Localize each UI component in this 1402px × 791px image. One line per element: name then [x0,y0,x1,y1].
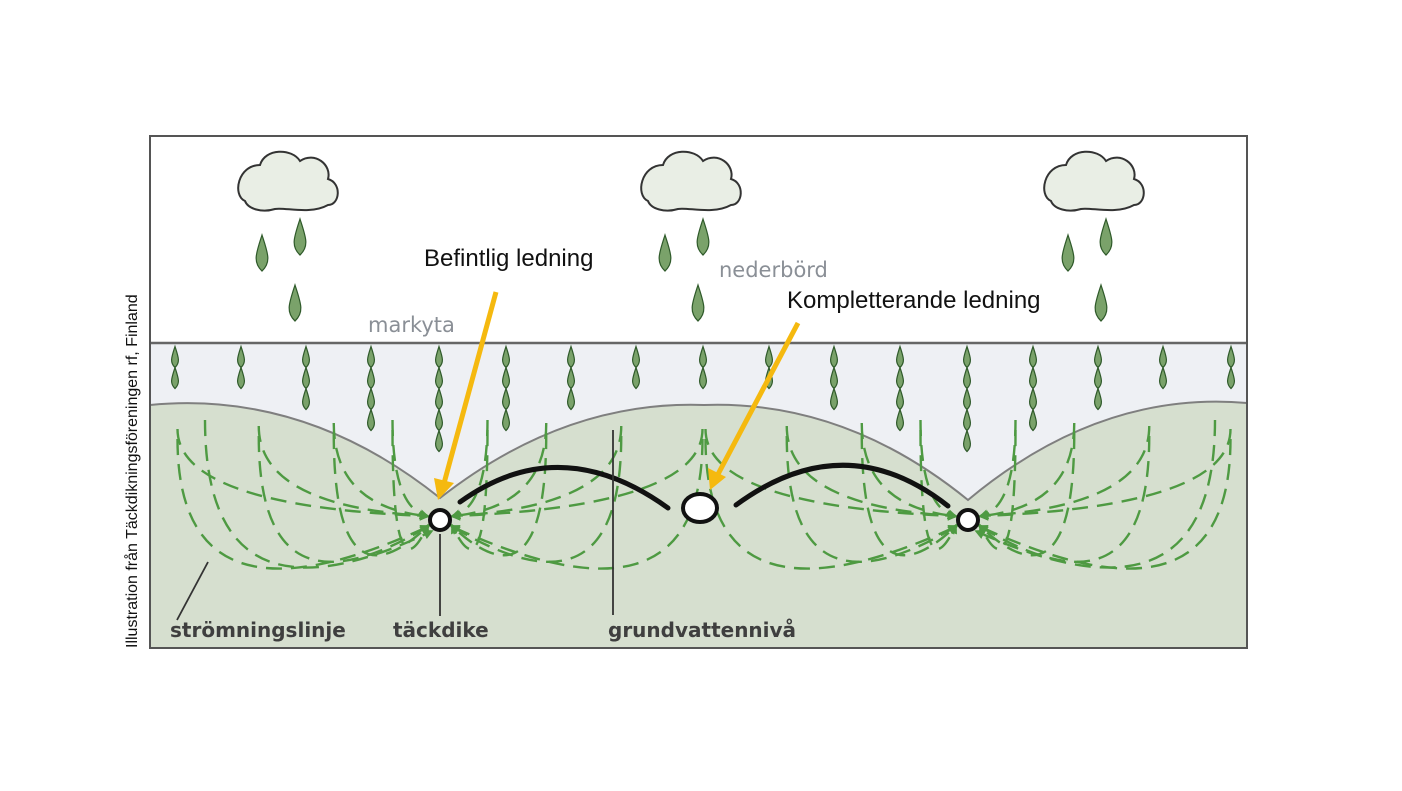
flow-line [257,435,431,563]
raindrop-icon [658,233,672,272]
raindrop-icon [896,407,904,432]
diagram-frame [149,135,1248,649]
raindrop-icon [1061,233,1075,272]
drain-arc-left [457,465,671,511]
arrow-icon [708,468,726,490]
flow-line-label: strömningslinje [170,618,346,642]
drain-arc-right [733,462,951,509]
raindrop-icon [237,365,245,390]
flow-line [977,435,1151,563]
raindrop-icon [1029,407,1037,432]
flow-line [450,425,623,521]
groundwater-label: grundvattennivå [608,618,796,642]
drain-pipe-icon [428,508,452,532]
raindrop-icon [255,233,269,272]
flow-line [203,419,434,569]
drain-pipe-icon [956,508,980,532]
flow-line [977,438,1232,570]
raindrop-icon [288,283,302,322]
precipitation-label: nederbörd [719,258,828,282]
flow-line-pointer [176,561,209,621]
raindrop-icon [632,365,640,390]
raindrop-icon [696,217,710,256]
flow-line [176,438,431,570]
callout-complementary: Kompletterande ledning [787,287,1041,314]
flow-line [978,425,1151,521]
flow-line [391,419,430,520]
saturated-soil [150,400,1247,648]
raindrop-icon [1099,217,1113,256]
callout-existing: Befintlig ledning [424,245,593,272]
flow-line [785,435,959,563]
raindrop-icon [1227,365,1235,390]
drain-pipe-icon [681,492,719,524]
flow-line [704,438,959,570]
flow-line [449,435,623,563]
raindrop-icon [502,407,510,432]
arrow-icon [713,321,801,480]
flow-line [450,419,489,520]
flow-line [450,422,548,521]
raindrop-icon [691,283,705,322]
flow-line [332,422,430,521]
raindrop-icon [293,217,307,256]
surface-label: markyta [368,313,455,337]
cloud-icon [1043,150,1145,212]
flow-line [978,422,1076,521]
raindrop-icon [367,407,375,432]
raindrop-icon [1094,386,1102,411]
raindrop-icon [830,386,838,411]
raindrop-icon [171,365,179,390]
raindrop-icon [302,386,310,411]
flow-line [785,425,958,521]
flow-line [257,425,430,521]
flow-line [860,422,958,521]
flow-line [974,419,1217,569]
raindrop-icon [435,428,443,453]
flow-line [919,419,958,520]
arrow-icon [440,291,499,488]
drain-label: täckdike [393,618,489,642]
flow-lines [176,419,1232,570]
cloud-icon [640,150,742,212]
image-credit: Illustration från Täckdikningsföreningen… [123,294,141,648]
raindrop-icon [1159,365,1167,390]
cloud-icon [237,150,339,212]
arrow-icon [434,478,454,500]
raindrop-icon [567,386,575,411]
raindrop-icon [1094,283,1108,322]
flow-line [449,438,704,570]
raindrop-icon [699,365,707,390]
raindrop-icon [963,428,971,453]
flow-line [978,419,1017,520]
